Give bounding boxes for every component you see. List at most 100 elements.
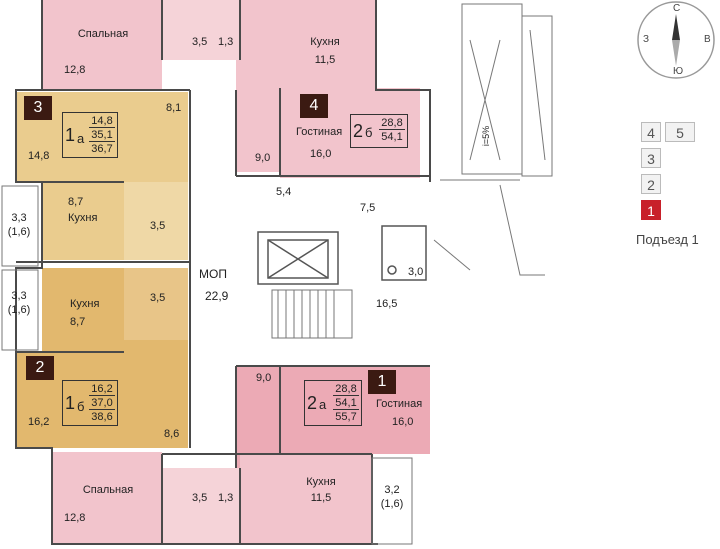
apartment-3-living-area: 14,8 (89, 115, 115, 128)
ramp-slope: i=5% (481, 125, 492, 147)
mop-label: МОП (199, 267, 227, 281)
living-top-area: 16,0 (310, 148, 332, 160)
a2-hall-fill (144, 340, 188, 448)
apartment-4-living-area: 28,8 (379, 117, 405, 130)
apartment-badge-1[interactable]: 1 (368, 370, 396, 394)
apartment-2-info[interactable]: 1 б 16,2 37,0 38,6 (62, 380, 118, 426)
apartment-2-type-num: 1 (65, 393, 76, 413)
bath-top-fill (162, 0, 240, 60)
apartment-1-info[interactable]: 2 а 28,8 54,1 55,7 (304, 380, 362, 426)
kitchen-bot-fill (240, 454, 372, 544)
balcony-frames (1, 185, 413, 545)
apartment-1-type-letter: а (319, 397, 327, 412)
lobby-area-d: 3,0 (408, 266, 424, 278)
staircase (271, 289, 353, 339)
bedroom-bot-area: 12,8 (64, 512, 86, 524)
balcony-a-area2: (1,6) (7, 226, 31, 238)
a2-hall-area: 8,6 (164, 428, 180, 440)
kitchen-bot-area: 11,5 (310, 492, 332, 504)
compass-south-label: Ю (673, 66, 684, 77)
apartment-2[interactable] (16, 268, 188, 448)
walls (15, 0, 431, 545)
kitchen-top-area: 11,5 (314, 54, 336, 66)
apartment-1-living-area: 28,8 (333, 383, 359, 396)
entrance-label: Подъезд 1 (636, 232, 699, 247)
a2-bath-fill (124, 268, 188, 340)
small-elevator (381, 225, 427, 281)
lobby-area-b: 7,5 (360, 202, 376, 214)
a2-bath-area: 3,5 (150, 292, 166, 304)
bedroom-top-fill (42, 0, 162, 90)
apartment-1-type-num: 2 (307, 393, 318, 413)
hall-bot-fill (236, 366, 280, 468)
hall-bottom-area: 9,0 (256, 372, 272, 384)
apartment-3-info[interactable]: 1 а 14,8 35,1 36,7 (62, 112, 118, 158)
bath-top-area-b: 1,3 (218, 36, 234, 48)
hall-top-area: 9,0 (255, 152, 271, 164)
elevator-shaft (257, 231, 339, 285)
apartment-4-type-letter: б (365, 125, 373, 140)
lobby-area-a: 5,4 (276, 186, 292, 198)
apartment-3-full-area: 36,7 (91, 143, 113, 155)
a3-hall-area: 8,1 (166, 102, 182, 114)
compass-north-needle (672, 14, 680, 40)
bedroom-top-label: Спальная (77, 28, 129, 40)
a2-kitchen-area: 8,7 (70, 316, 86, 328)
apartment-3-type-num: 1 (65, 125, 76, 145)
apartment-1-total-area: 54,1 (333, 397, 359, 410)
apartment-4-info[interactable]: 2 б 28,8 54,1 (350, 114, 408, 148)
living-top-label: Гостиная (296, 126, 343, 138)
bedroom-bot-fill (52, 452, 162, 544)
floor-4-button[interactable]: 4 (641, 122, 661, 142)
compass-west-label: З (643, 34, 650, 45)
apartment-badge-2[interactable]: 2 (26, 356, 54, 380)
lobby-area-c: 16,5 (376, 298, 398, 310)
bath-top-area-a: 3,5 (192, 36, 208, 48)
compass-east-label: В (704, 34, 711, 45)
hall-top-fill (236, 60, 280, 172)
living-bot-area: 16,0 (392, 416, 414, 428)
a3-room-area: 14,8 (28, 150, 50, 162)
apartment-3-total-area: 35,1 (89, 129, 115, 142)
floor-1-button[interactable]: 1 (641, 200, 661, 220)
bedroom-top-area: 12,8 (64, 64, 86, 76)
top-right-wall (375, 0, 431, 182)
balcony-a-area: 3,3 (11, 212, 27, 224)
compass-south-needle (672, 40, 680, 66)
living-bot-label: Гостиная (376, 398, 423, 410)
balcony-b-area2: (1,6) (7, 304, 31, 316)
balcony-b-area: 3,3 (11, 290, 27, 302)
kitchen-top-label: Кухня (310, 36, 340, 48)
apartment-badge-3[interactable]: 3 (24, 96, 52, 120)
apartment-2-total-area: 37,0 (89, 397, 115, 410)
a2-kitchen-label: Кухня (70, 298, 100, 310)
apartment-3[interactable] (16, 92, 188, 260)
compass-north-label: С (673, 3, 681, 14)
a3-kitchen-label: Кухня (68, 212, 98, 224)
apartment-1-full-area: 55,7 (335, 411, 357, 423)
apartment-2-full-area: 38,6 (91, 411, 113, 423)
floor-5-button[interactable]: 5 (665, 122, 695, 142)
bath-bot-fill (162, 468, 240, 544)
ramp (433, 3, 553, 276)
bedroom-bot-label: Спальная (82, 484, 134, 496)
floor-2-button[interactable]: 2 (641, 174, 661, 194)
bath-bot-area-a: 3,5 (192, 492, 208, 504)
balcony-c-area2: (1,6) (380, 498, 404, 510)
mop-area: 22,9 (205, 289, 229, 303)
apartment-2-type-letter: б (77, 399, 85, 414)
apartment-badge-4[interactable]: 4 (300, 94, 328, 118)
a2-room-area: 16,2 (28, 416, 50, 428)
apartment-3-type-letter: а (77, 131, 85, 146)
compass (637, 1, 715, 79)
apartment-4-total-area: 54,1 (381, 131, 403, 143)
a3-bath-fill (124, 182, 188, 260)
apartment-4-type-num: 2 (353, 121, 364, 141)
apartment-2-living-area: 16,2 (89, 383, 115, 396)
outer-wall-top (15, 0, 378, 545)
bath-bot-area-b: 1,3 (218, 492, 234, 504)
kitchen-bot-label: Кухня (306, 476, 336, 488)
a3-bath-area: 3,5 (150, 220, 166, 232)
floor-3-button[interactable]: 3 (641, 148, 661, 168)
